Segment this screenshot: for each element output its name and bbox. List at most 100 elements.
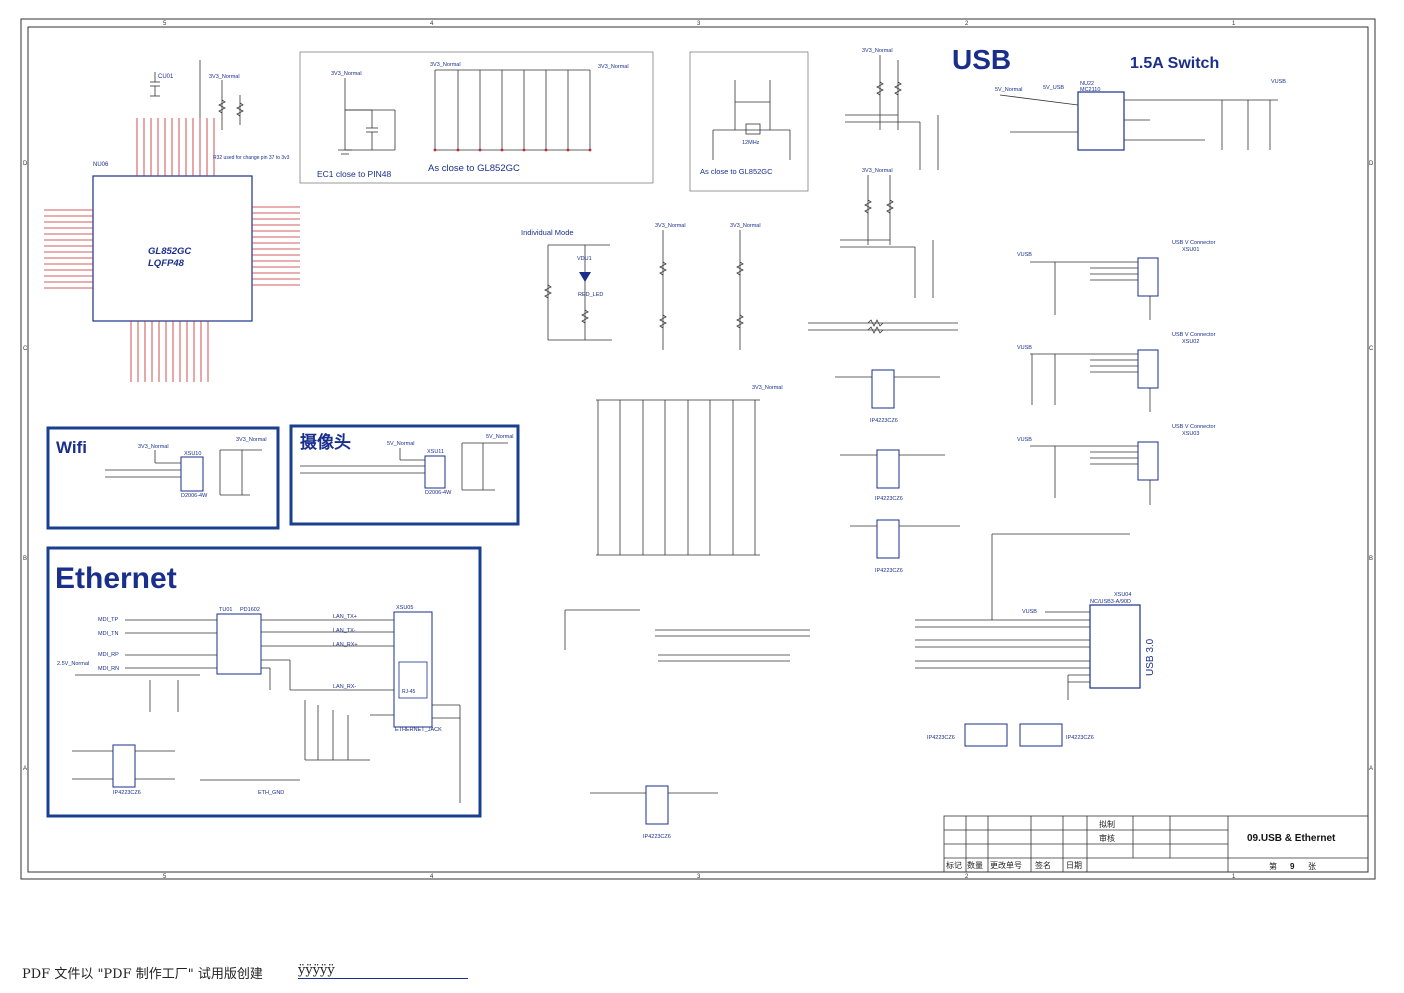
mdi-net-labels: MDI_TP MDI_TN MDI_RP MDI_RN LAN_TX+ LAN_…: [57, 614, 358, 690]
hub-package: LQFP48: [148, 258, 185, 269]
section-switch-title: 1.5A Switch: [1130, 55, 1219, 72]
title-row-drafted: 拟制: [1099, 819, 1115, 829]
net-v3-dvdd: 3V3_Normal: [598, 64, 629, 70]
usb3-wiring: [915, 533, 1130, 700]
connector-ref: XSU03: [1182, 431, 1199, 437]
net-v5-camera: 5V_Normal: [387, 441, 415, 447]
tvs-nu25: IP4223CZ6: [875, 519, 903, 574]
sel-resistors: [596, 230, 760, 556]
pdf-watermark-link[interactable]: ÿÿÿÿÿ: [298, 963, 468, 979]
border-letter: A: [23, 766, 27, 772]
switch-wiring: [999, 94, 1278, 150]
net-v3-gl852: 3V3_Normal: [430, 62, 461, 68]
tvs-nu28: IP4223CZ6: [1019, 723, 1094, 747]
rj45-jack: [393, 611, 433, 728]
net-v3-ovcur1: 3V3_Normal: [862, 48, 893, 54]
net-vusb-usb3: VUSB: [1022, 609, 1037, 615]
sheet-number: 9: [1290, 862, 1295, 871]
switch-name: MC2110: [1080, 87, 1100, 93]
note-mode: Individual Mode: [521, 228, 574, 237]
usb2-data-lines: [808, 319, 958, 334]
connector-title: USB V Connector: [1172, 240, 1216, 246]
cap-cu01: CU01: [158, 74, 174, 80]
net-v5-switch: 5V_Normal: [995, 87, 1023, 93]
sheet-outer-border: [20, 18, 1376, 880]
title-col-sign: 签名: [1035, 860, 1051, 870]
border-number: 2: [965, 21, 969, 27]
net-v3-ec1: 3V3_Normal: [331, 71, 362, 77]
border-letter: D: [1369, 161, 1374, 167]
net-lan-tx-plus: LAN_TX+: [333, 614, 357, 620]
net-v3-led-array: 3V3_Normal: [752, 385, 783, 391]
border-letter: D: [23, 161, 28, 167]
ethernet-section: [46, 546, 482, 818]
border-letter: A: [1369, 766, 1373, 772]
rj45-ref: XSU05: [396, 605, 413, 611]
wifi-wiring: [105, 449, 262, 496]
tvs-nu29: IP4223CZ6: [72, 744, 175, 796]
wifi-section: [46, 426, 280, 530]
border-number: 4: [430, 874, 434, 880]
border-letter: B: [23, 556, 27, 562]
ovcur-resistors: [840, 55, 939, 298]
note-gl852: As close to GL852GC: [428, 163, 520, 174]
tvs-name: IP4223CZ6: [113, 790, 141, 796]
wifi-connector: [180, 456, 204, 492]
tvs-name: IP4223CZ6: [875, 568, 903, 574]
crystal-circuit: [712, 80, 791, 160]
usb3-connector: [1089, 604, 1141, 689]
section-ethernet-title: Ethernet: [55, 562, 177, 595]
title-col-qty: 数量: [967, 860, 983, 870]
net-vusb: VUSB: [1017, 437, 1032, 443]
magnetics-ref: TU01: [219, 607, 232, 613]
section-usb-title: USB: [952, 44, 1011, 75]
tvs-name: IP4223CZ6: [927, 735, 955, 741]
crystal-value: 12MHz: [742, 140, 760, 146]
hub-top-passives: [150, 60, 244, 130]
border-number: 5: [163, 874, 167, 880]
connector-title: USB V Connector: [1172, 424, 1216, 430]
section-wifi-title: Wifi: [56, 438, 87, 457]
decoupling-caps: [338, 69, 591, 155]
border-number: 1: [1232, 21, 1236, 27]
wifi-conn-name: D2006-4W: [181, 493, 208, 499]
tvs-middle-wiring: [835, 376, 960, 527]
usb3-label: USB 3.0: [1145, 638, 1156, 676]
note-r32: R32 used for change pin 37 to 3v3: [213, 155, 290, 161]
border-number: 1: [1232, 874, 1236, 880]
led-circuit: [544, 244, 612, 341]
section-camera-title: 摄像头: [300, 432, 351, 452]
ethernet-wiring: [75, 619, 461, 803]
camera-connector: [424, 455, 446, 489]
net-vusb-switch: VUSB: [1271, 79, 1286, 85]
net-mdi-tp: MDI_TP: [98, 617, 119, 623]
net-v25: 2.5V_Normal: [57, 661, 89, 667]
note-crystal: As close to GL852GC: [700, 167, 773, 176]
magnetics-chip: [216, 613, 262, 675]
border-letter: C: [23, 346, 28, 352]
crystal-box: [689, 51, 809, 192]
usb3-ref: XSU04: [1114, 592, 1131, 598]
switch-ref: NU22: [1080, 81, 1094, 87]
jack-name: ETHERNET_JACK: [395, 727, 442, 733]
net-lan-rx-minus: LAN_RX-: [333, 684, 356, 690]
border-letter: C: [1369, 346, 1374, 352]
title-col-change: 更改单号: [990, 860, 1022, 870]
net-v3-wifi-caps: 3V3_Normal: [236, 437, 267, 443]
title-col-mark: 标记: [946, 860, 962, 870]
net-vusb: VUSB: [1017, 252, 1032, 258]
usb-connector-1: USB V Connector XSU01 VUSB: [1017, 240, 1216, 320]
camera-section: [289, 424, 520, 526]
hub-ref: NU06: [93, 162, 109, 168]
tvs-name: IP4223CZ6: [1066, 735, 1094, 741]
net-v5usb-switch: 5V_USB: [1043, 85, 1064, 91]
title-col-date: 日期: [1066, 861, 1082, 870]
led-ref: VDU1: [577, 256, 592, 262]
net-v5-camera-caps: 5V_Normal: [486, 434, 514, 440]
usb-connector-2: USB V Connector XSU02 VUSB: [1017, 332, 1216, 412]
cam-conn-name: D2006-4W: [425, 490, 452, 496]
decoupling-terminals: [433, 148, 592, 152]
sheet-suffix: 张: [1308, 862, 1316, 871]
connector-ref: XSU02: [1182, 339, 1199, 345]
sheet-prefix: 第: [1269, 861, 1277, 871]
